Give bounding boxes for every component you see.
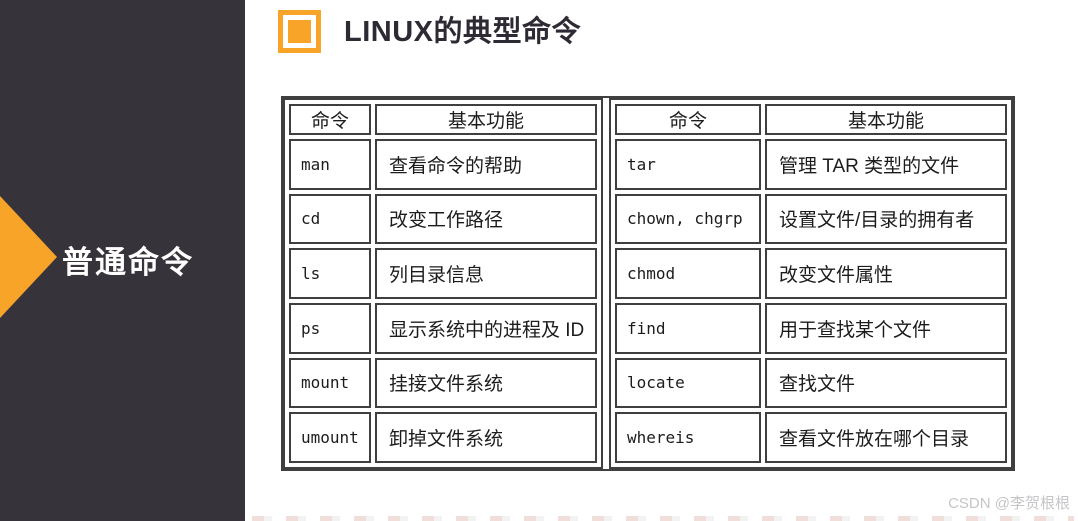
command-cell: ls [289, 248, 371, 299]
function-cell: 显示系统中的进程及 ID [375, 302, 597, 354]
column-header-function: 基本功能 [375, 104, 597, 135]
function-cell: 查看命令的帮助 [375, 139, 597, 190]
command-cell: man [289, 139, 371, 190]
function-cell: 管理 TAR 类型的文件 [765, 139, 1007, 190]
function-cell: 挂接文件系统 [375, 357, 597, 409]
column-header-command: 命令 [615, 104, 761, 135]
function-cell: 卸掉文件系统 [375, 412, 597, 463]
right-triangle-icon [0, 196, 57, 318]
function-cell: 改变文件属性 [765, 248, 1007, 299]
command-cell: whereis [615, 412, 761, 463]
watermark: CSDN @李贺根根 [948, 495, 1070, 512]
command-cell: mount [289, 357, 371, 409]
orange-square-icon-fill [288, 20, 311, 43]
function-cell: 用于查找某个文件 [765, 302, 1007, 354]
table-header-row: 命令 基本功能 [615, 104, 1007, 135]
function-cell: 列目录信息 [375, 248, 597, 299]
function-cell: 查看文件放在哪个目录 [765, 412, 1007, 463]
sidebar-section-label: 普通命令 [62, 245, 194, 280]
column-header-function: 基本功能 [765, 104, 1007, 135]
command-cell: umount [289, 412, 371, 463]
table-header-row: 命令 基本功能 [289, 104, 597, 135]
command-cell: locate [615, 357, 761, 409]
cutoff-text-fragment [252, 516, 1074, 521]
command-cell: cd [289, 193, 371, 245]
function-cell: 查找文件 [765, 357, 1007, 409]
command-cell: chown, chgrp [615, 193, 761, 245]
function-cell: 设置文件/目录的拥有者 [765, 193, 1007, 245]
command-cell: tar [615, 139, 761, 190]
command-cell: find [615, 302, 761, 354]
column-header-command: 命令 [289, 104, 371, 135]
page-title: LINUX的典型命令 [344, 16, 582, 48]
function-cell: 改变工作路径 [375, 193, 597, 245]
command-cell: chmod [615, 248, 761, 299]
command-cell: ps [289, 302, 371, 354]
orange-square-icon [278, 10, 321, 53]
sidebar: 普通命令 [0, 0, 245, 521]
